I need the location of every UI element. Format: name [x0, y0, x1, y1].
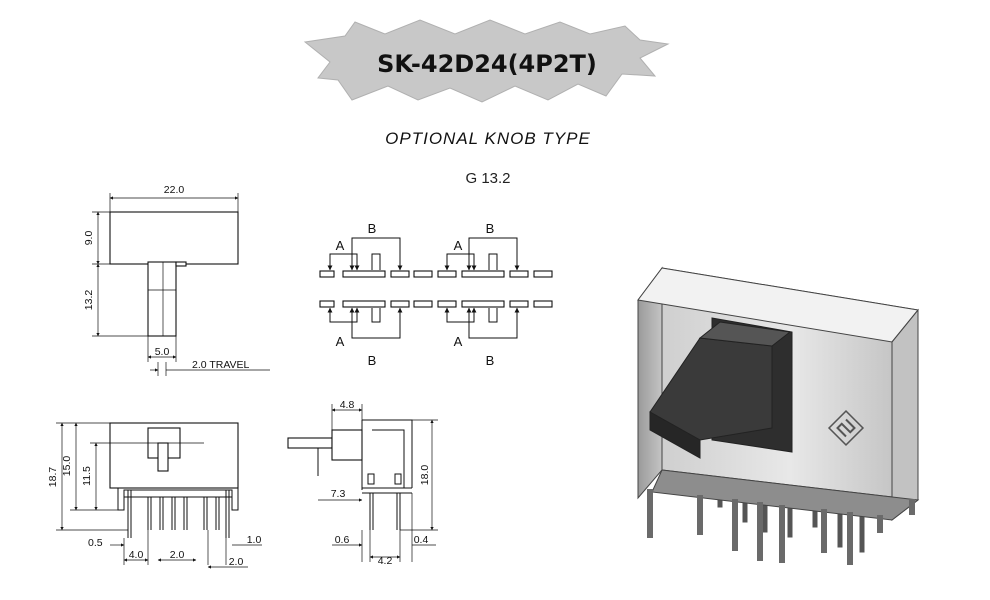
- dim-side-b1: 0.6: [335, 534, 350, 546]
- dim-body-height: 15.0: [61, 456, 73, 477]
- side-view-drawing: 4.8 7.3 18.0 0.6 4.2 0.4: [287, 399, 438, 567]
- title-badge-shape: [303, 19, 670, 103]
- product-photo: [637, 266, 920, 565]
- dim-side-left: 7.3: [331, 488, 346, 500]
- dim-height: 9.0: [83, 231, 95, 246]
- dim-side-height: 18.0: [419, 465, 431, 486]
- circuit-label-a-3: A: [336, 334, 345, 349]
- dim-knob-height: 11.5: [81, 466, 93, 486]
- dim-travel: 2.0 TRAVEL: [192, 359, 250, 371]
- dim-side-b2: 4.2: [378, 555, 393, 567]
- dim-pin-gap: 4.0: [129, 549, 144, 561]
- logo-mark-icon: [827, 409, 865, 447]
- circuit-label-b-3: B: [368, 353, 377, 368]
- dim-total-height: 18.7: [47, 467, 59, 488]
- dim-pin-pitch: 2.0: [170, 549, 185, 561]
- dim-edge: 1.0: [247, 534, 262, 546]
- dim-side-top: 4.8: [340, 399, 355, 411]
- circuit-label-b-1: B: [368, 221, 377, 236]
- shaft-outline: [147, 261, 177, 337]
- circuit-label-b-4: B: [486, 353, 495, 368]
- knob-code-text: G 13.2: [465, 170, 510, 187]
- front-view-drawing: 18.7 15.0 11.5 0.5 4.0 2.0 2.0 1.0: [47, 422, 262, 569]
- circuit-label-a-1: A: [336, 238, 345, 253]
- knob-cap-outline: [109, 211, 239, 265]
- dim-pin-pitch-2: 2.0: [229, 556, 244, 568]
- dim-pin-offset: 0.5: [88, 537, 103, 549]
- circuit-label-b-2: B: [486, 221, 495, 236]
- subtitle-text: OPTIONAL KNOB TYPE: [385, 129, 591, 148]
- circuit-diagram: A B A B A B A B: [319, 221, 553, 368]
- dim-shaft-height: 13.2: [83, 290, 95, 311]
- title-text: SK-42D24(4P2T): [377, 50, 597, 78]
- dim-shaft-width: 5.0: [155, 346, 170, 358]
- dim-width: 22.0: [164, 184, 185, 196]
- dim-side-b3: 0.4: [414, 534, 429, 546]
- title-badge: SK-42D24(4P2T): [303, 19, 670, 103]
- circuit-label-a-4: A: [454, 334, 463, 349]
- top-view-drawing: 22.0 9.0 13.2 5.0 2.0 TRAVEL: [83, 184, 270, 376]
- circuit-label-a-2: A: [454, 238, 463, 253]
